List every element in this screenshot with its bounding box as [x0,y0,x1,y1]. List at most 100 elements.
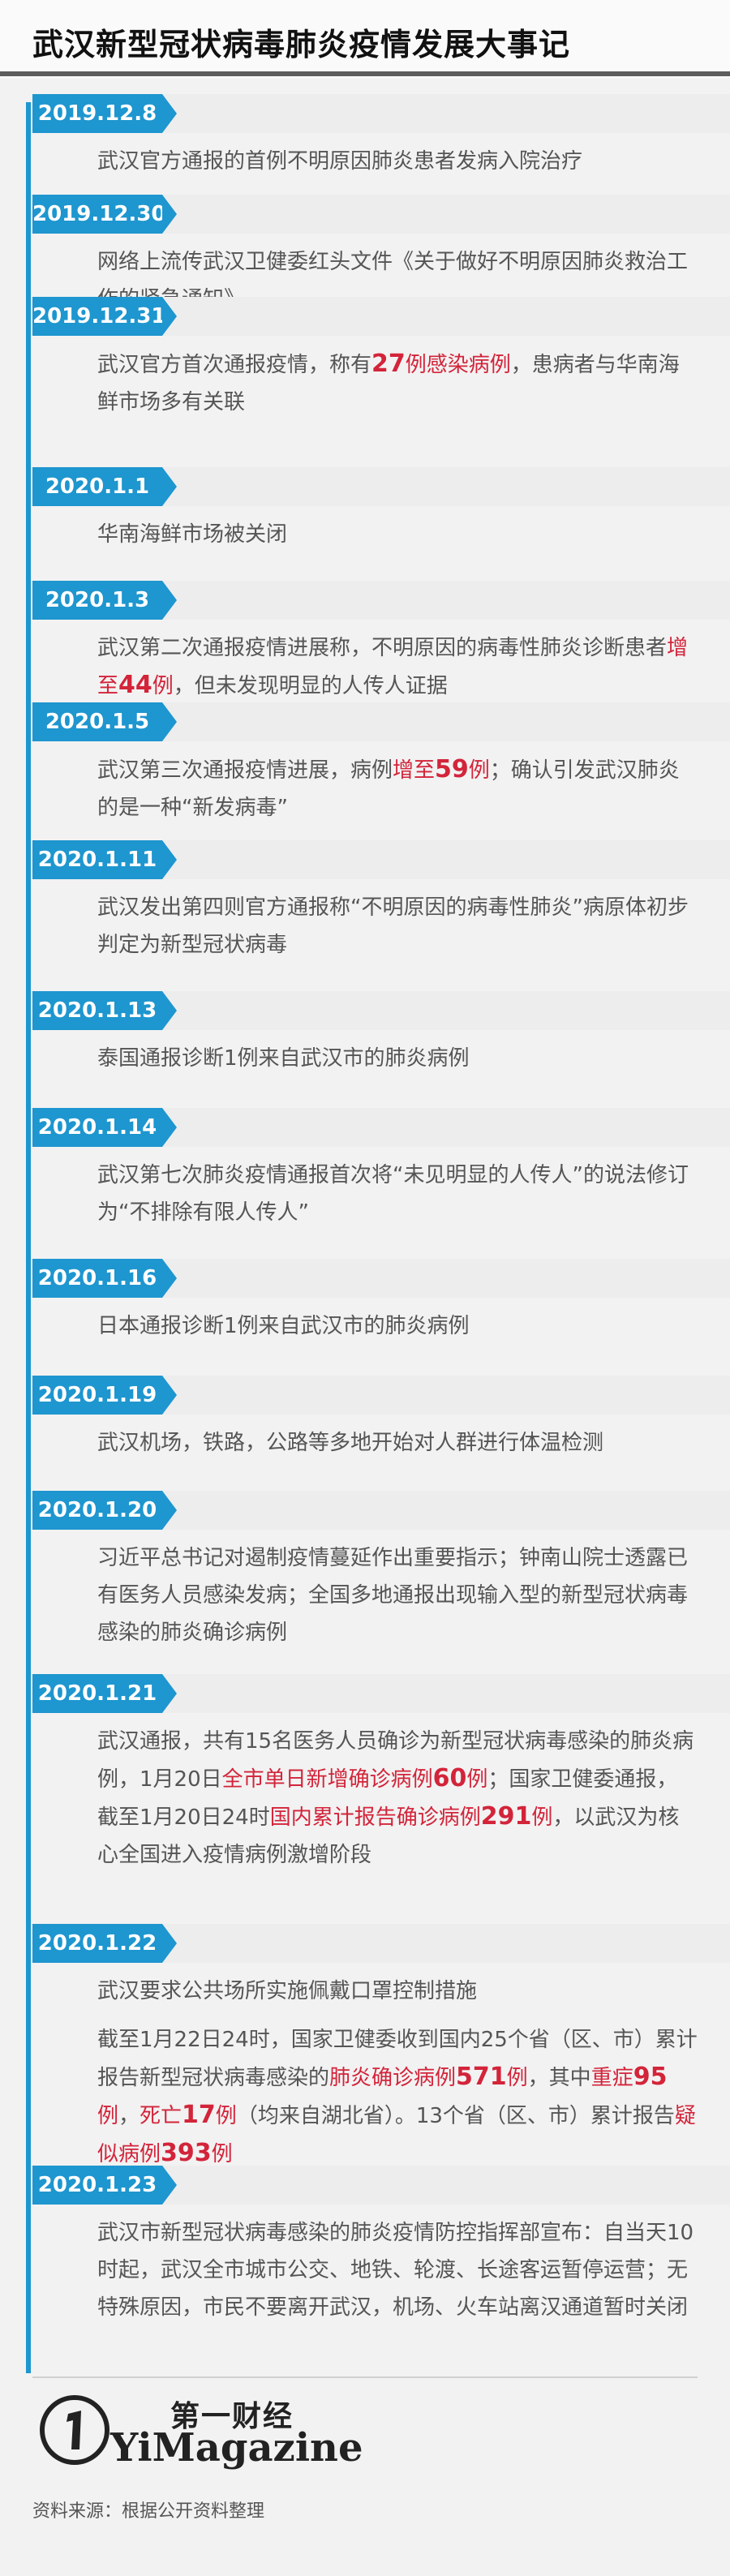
highlighted-text: 59 [435,755,469,784]
event-text-segment: 武汉第三次通报疫情进展，病例 [97,758,393,783]
event-text-segment: 日本通报诊断1例来自武汉市的肺炎病例 [97,1314,470,1338]
event-date: 2020.1.14 [32,1108,177,1147]
logo-english-name: YiMagazine [110,2425,363,2471]
event-description: 武汉第二次通报疫情进展称，不明原因的病毒性肺炎诊断患者增至44例，但未发现明显的… [97,629,698,716]
event-text-segment: ，患病者与华南海鲜市场多有关联 [97,353,680,414]
highlighted-text: 重症 [590,2066,633,2090]
event-paragraph: 华南海鲜市场被关闭 [97,516,698,553]
event-text-segment: 武汉机场，铁路，公路等多地开始对人群进行体温检测 [97,1431,604,1455]
event-description: 武汉发出第四则官方通报称“不明原因的病毒性肺炎”病原体初步判定为新型冠状病毒 [97,889,698,975]
event-text-segment: 习近平总书记对遏制疫情蔓延作出重要指示；钟南山院士透露已有医务人员感染发病；全国… [97,1546,689,1645]
highlighted-text: 95 [633,2063,668,2091]
event-date: 2020.1.22 [32,1924,177,1963]
event-text-segment: ， [118,2104,140,2128]
highlighted-text: 393 [161,2139,212,2167]
highlighted-text: 例 [531,1805,553,1830]
event-paragraph: 武汉官方首次通报疫情，称有27例感染病例，患病者与华南海鲜市场多有关联 [97,346,698,421]
event-text-segment: ；国家卫健委通报，截至1月20日24时 [97,1767,678,1830]
event-date: 2020.1.20 [32,1491,177,1530]
event-text-segment: 武汉官方首次通报疫情，称有 [97,353,372,377]
event-paragraph: 日本通报诊断1例来自武汉市的肺炎病例 [97,1307,698,1345]
event-text-segment: 武汉发出第四则官方通报称“不明原因的病毒性肺炎”病原体初步判定为新型冠状病毒 [97,895,689,957]
event-date: 2020.1.21 [32,1674,177,1713]
event-paragraph: 习近平总书记对遏制疫情蔓延作出重要指示；钟南山院士透露已有医务人员感染发病；全国… [97,1539,698,1651]
event-date: 2020.1.5 [32,702,177,741]
event-paragraph: 武汉通报，共有15名医务人员确诊为新型冠状病毒感染的肺炎病例，1月20日全市单日… [97,1723,698,1874]
event-date: 2020.1.11 [32,840,177,879]
event-text-segment: ，但未发现明显的人传人证据 [173,674,448,698]
event-date: 2019.12.31 [32,297,177,336]
event-text-segment: 截至1月22日24时，国家卫健委收到国内25个省（区、市）累计报告新型冠状病毒感… [97,2028,698,2090]
footer: 第一财经 YiMagazine 资料来源：根据公开资料整理 [0,2376,730,2576]
event-description: 武汉要求公共场所实施佩戴口罩控制措施截至1月22日24时，国家卫健委收到国内25… [97,1973,698,2184]
logo-chinese-name: 第一财经 [170,2400,294,2433]
event-description: 习近平总书记对遏制疫情蔓延作出重要指示；钟南山院士透露已有医务人员感染发病；全国… [97,1539,698,1663]
highlighted-text: 27 [371,350,406,378]
highlighted-text: 死亡 [140,2104,182,2128]
page-title: 武汉新型冠状病毒肺炎疫情发展大事记 [32,27,571,62]
event-paragraph: 截至1月22日24时，国家卫健委收到国内25个省（区、市）累计报告新型冠状病毒感… [97,2021,698,2173]
highlighted-text: 肺炎确诊病例 [329,2066,457,2090]
timeline: 2019.12.8 武汉官方通报的首例不明原因肺炎患者发病入院治疗 2019.12.… [0,78,730,2378]
event-description: 日本通报诊断1例来自武汉市的肺炎病例 [97,1307,698,1356]
event-text-segment: 武汉要求公共场所实施佩戴口罩控制措施 [97,1979,478,2003]
event-text-segment: 武汉通报，共有15名医务人员确诊为新型冠状病毒感染的肺炎病例，1月20日 [97,1729,694,1792]
event-date: 2020.1.23 [32,2166,177,2205]
event-paragraph: 武汉官方通报的首例不明原因肺炎患者发病入院治疗 [97,143,698,180]
event-paragraph: 武汉市新型冠状病毒感染的肺炎疫情防控指挥部宣布：自当天10时起，武汉全市城市公交… [97,2214,698,2326]
event-description: 泰国通报诊断1例来自武汉市的肺炎病例 [97,1040,698,1088]
event-text-segment: ，其中 [527,2066,591,2090]
event-date: 2019.12.8 [32,94,177,133]
event-description: 武汉官方首次通报疫情，称有27例感染病例，患病者与华南海鲜市场多有关联 [97,346,698,432]
event-description: 华南海鲜市场被关闭 [97,516,698,565]
header-divider [0,71,730,76]
event-paragraph: 武汉第七次肺炎疫情通报首次将“未见明显的人传人”的说法修订为“不排除有限人传人” [97,1157,698,1231]
event-paragraph: 武汉要求公共场所实施佩戴口罩控制措施 [97,1973,698,2010]
event-text-segment: ；确认引发武汉肺炎的是一种“新发病毒” [97,758,680,820]
highlighted-text: 增至 [97,636,689,698]
event-date: 2019.12.30 [32,195,177,234]
event-description: 武汉市新型冠状病毒感染的肺炎疫情防控指挥部宣布：自当天10时起，武汉全市城市公交… [97,2214,698,2338]
event-date: 2020.1.16 [32,1259,177,1298]
highlighted-text: 国内累计报告确诊病例 [269,1805,481,1830]
highlighted-text: 60 [432,1764,467,1792]
event-text-segment: 华南海鲜市场被关闭 [97,522,288,547]
event-description: 武汉官方通报的首例不明原因肺炎患者发病入院治疗 [97,143,698,191]
event-date: 2020.1.13 [32,991,177,1030]
highlighted-text: 44 [118,671,152,699]
source-note: 资料来源：根据公开资料整理 [32,2501,265,2522]
footer-divider [32,2376,698,2378]
timeline-line [26,102,31,2373]
event-paragraph: 武汉机场，铁路，公路等多地开始对人群进行体温检测 [97,1424,698,1462]
event-text-segment: （均来自湖北省）。13个省（区、市）累计报告 [236,2104,675,2128]
event-text-segment: 武汉市新型冠状病毒感染的肺炎疫情防控指挥部宣布：自当天10时起，武汉全市城市公交… [97,2221,694,2320]
event-paragraph: 武汉第二次通报疫情进展称，不明原因的病毒性肺炎诊断患者增至44例，但未发现明显的… [97,629,698,705]
highlighted-text: 例感染病例 [405,353,511,377]
highlighted-text: 例 [211,2142,233,2166]
event-paragraph: 武汉发出第四则官方通报称“不明原因的病毒性肺炎”病原体初步判定为新型冠状病毒 [97,889,698,964]
event-description: 武汉第七次肺炎疫情通报首次将“未见明显的人传人”的说法修订为“不排除有限人传人” [97,1157,698,1243]
event-paragraph: 泰国通报诊断1例来自武汉市的肺炎病例 [97,1040,698,1077]
highlighted-text: 增至 [393,758,436,783]
highlighted-text: 例 [152,674,174,698]
highlighted-text: 例 [466,1767,488,1792]
event-date: 2020.1.19 [32,1376,177,1415]
highlighted-text: 571 [456,2063,507,2091]
event-text-segment: 武汉第七次肺炎疫情通报首次将“未见明显的人传人”的说法修订为“不排除有限人传人” [97,1163,689,1225]
highlighted-text: 291 [480,1802,532,1831]
header: 武汉新型冠状病毒肺炎疫情发展大事记 [0,0,730,78]
highlighted-text: 例 [215,2104,237,2128]
yicai-logo-icon [40,2395,110,2465]
event-date: 2020.1.1 [32,467,177,506]
highlighted-text: 疑似病例 [97,2104,696,2166]
event-paragraph: 武汉第三次通报疫情进展，病例增至59例；确认引发武汉肺炎的是一种“新发病毒” [97,751,698,826]
event-description: 武汉第三次通报疫情进展，病例增至59例；确认引发武汉肺炎的是一种“新发病毒” [97,751,698,838]
highlighted-text: 17 [182,2101,216,2129]
event-text-segment: 武汉第二次通报疫情进展称，不明原因的病毒性肺炎诊断患者 [97,636,668,660]
event-description: 武汉机场，铁路，公路等多地开始对人群进行体温检测 [97,1424,698,1473]
event-text-segment: 泰国通报诊断1例来自武汉市的肺炎病例 [97,1046,470,1071]
highlighted-text: 例 [468,758,490,783]
event-description: 武汉通报，共有15名医务人员确诊为新型冠状病毒感染的肺炎病例，1月20日全市单日… [97,1723,698,1885]
highlighted-text: 例 [506,2066,528,2090]
event-date: 2020.1.3 [32,581,177,620]
